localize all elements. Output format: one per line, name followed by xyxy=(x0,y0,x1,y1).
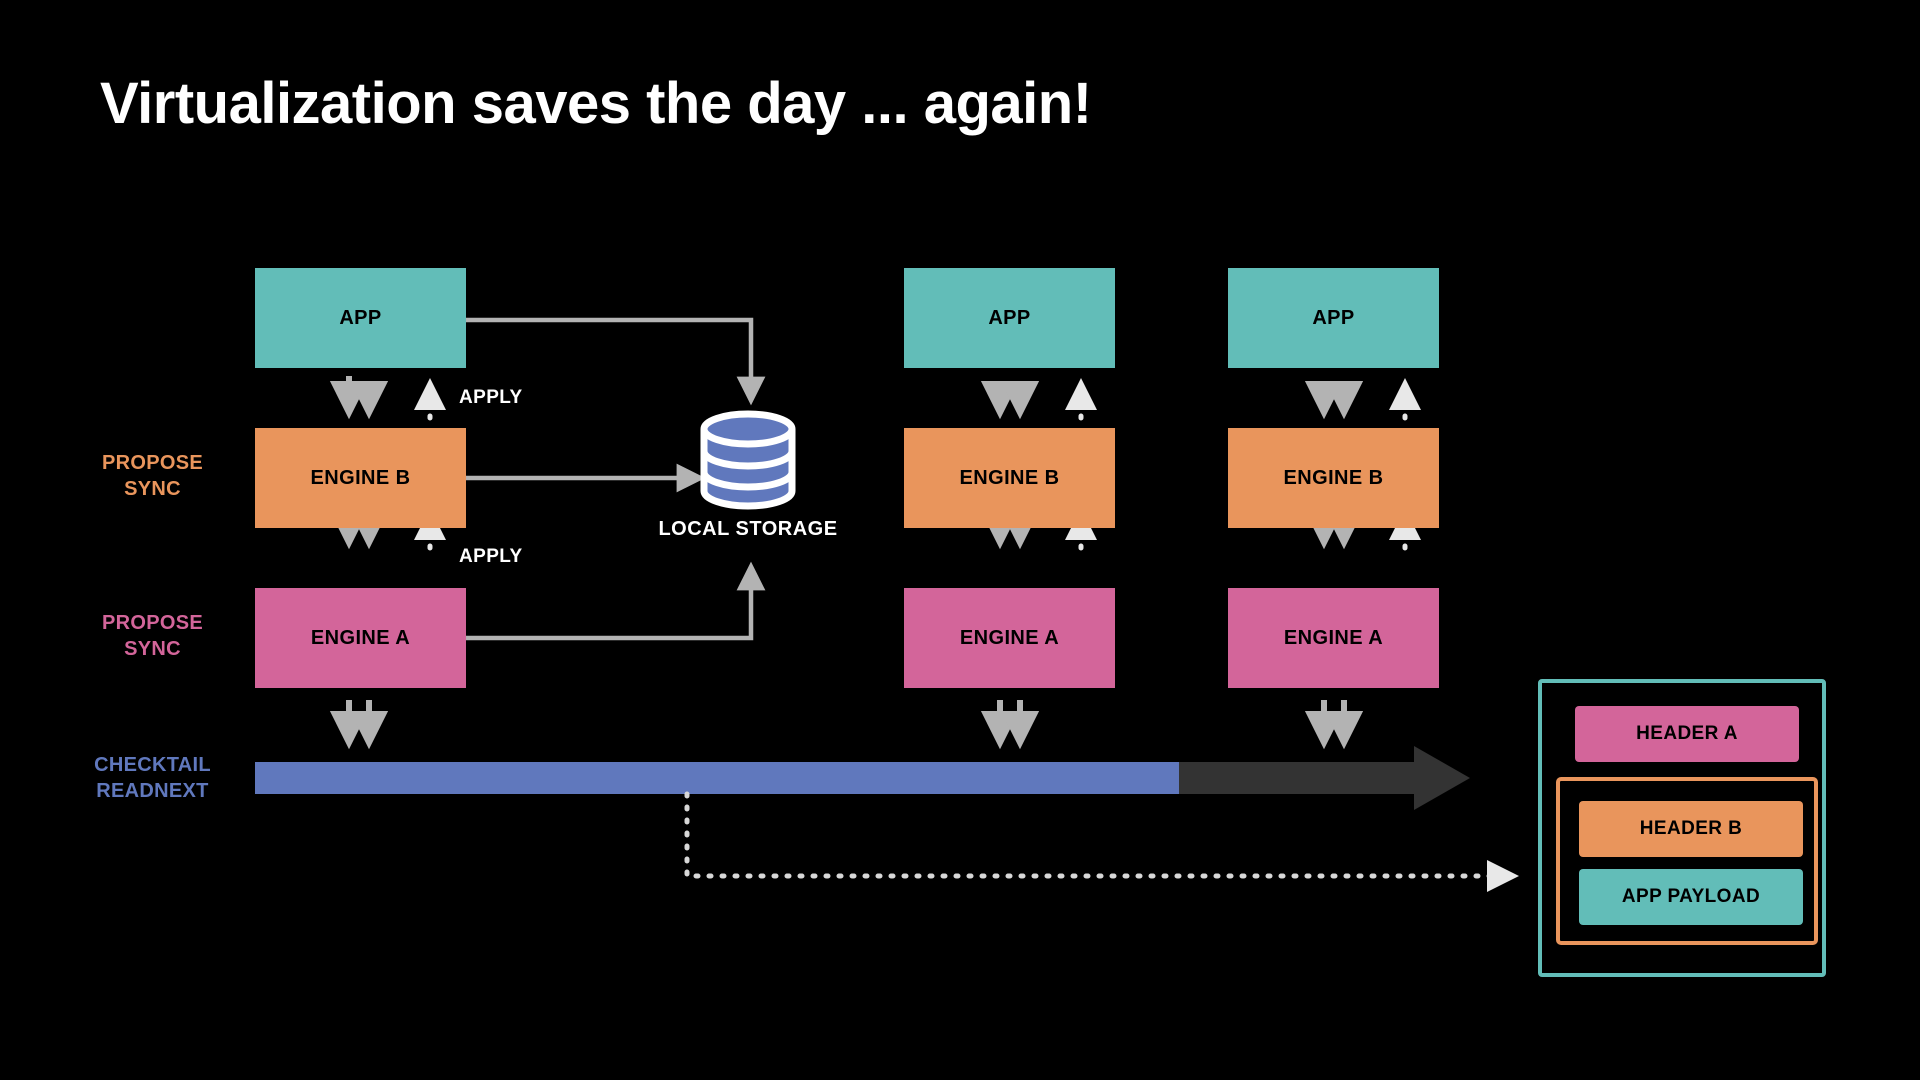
legend-chip-header-b[interactable]: HEADER B xyxy=(1579,801,1803,857)
node-label: APP xyxy=(1312,306,1355,329)
legend-chip-label: HEADER A xyxy=(1636,723,1738,744)
label-apply-upper: APPLY xyxy=(459,387,523,408)
row-label-propose-sync-engine-b: PROPOSE SYNC xyxy=(101,452,204,500)
node-label: APP xyxy=(988,306,1031,329)
node-app-col2[interactable]: APP xyxy=(904,268,1115,368)
arrow-pair-col1-enginea-timeline xyxy=(329,700,389,750)
node-engine-b-col1[interactable]: ENGINE B xyxy=(255,428,466,528)
arrow-pair-col2-app-engineb xyxy=(980,378,1097,421)
legend-packet-diagram: HEADER A HEADER B APP PAYLOAD xyxy=(1538,679,1826,977)
arrow-pair-col3-app-engineb xyxy=(1304,378,1421,421)
node-engine-a-col2[interactable]: ENGINE A xyxy=(904,588,1115,688)
database-cylinder-icon xyxy=(700,410,796,510)
label-apply-lower: APPLY xyxy=(459,546,523,567)
arrow-pair-col1-app-engineb xyxy=(329,376,389,420)
node-label: ENGINE A xyxy=(310,626,411,649)
connector-app-to-storage xyxy=(466,317,766,406)
node-engine-b-col3[interactable]: ENGINE B xyxy=(1228,428,1439,528)
timeline-filled-segment xyxy=(255,762,1179,794)
node-label: ENGINE A xyxy=(1283,626,1384,649)
node-engine-b-col2[interactable]: ENGINE B xyxy=(904,428,1115,528)
connector-enginea-to-storage xyxy=(466,561,766,641)
connector-timeline-to-legend xyxy=(684,791,1519,892)
row-label-propose-sync-engine-a: PROPOSE SYNC xyxy=(101,612,204,660)
legend-chip-app-payload[interactable]: APP PAYLOAD xyxy=(1579,869,1803,925)
label-local-storage: LOCAL STORAGE xyxy=(658,518,838,540)
node-app-col3[interactable]: APP xyxy=(1228,268,1439,368)
node-app-col1[interactable]: APP xyxy=(255,268,466,368)
node-label: ENGINE B xyxy=(959,466,1060,489)
timeline-remainder-arrow xyxy=(1179,746,1470,810)
legend-chip-label: HEADER B xyxy=(1639,818,1743,839)
node-engine-a-col3[interactable]: ENGINE A xyxy=(1228,588,1439,688)
page-title: Virtualization saves the day ... again! xyxy=(100,71,1092,136)
row-label-checktail-readnext: CHECKTAIL READNEXT xyxy=(94,754,211,802)
legend-chip-header-a[interactable]: HEADER A xyxy=(1575,706,1799,762)
node-engine-a-col1[interactable]: ENGINE A xyxy=(255,588,466,688)
arrow-pair-col2-enginea-timeline xyxy=(980,700,1040,750)
node-label: APP xyxy=(339,306,382,329)
node-label: ENGINE B xyxy=(310,466,411,489)
legend-chip-label: APP PAYLOAD xyxy=(1621,886,1761,907)
node-label: ENGINE B xyxy=(1283,466,1384,489)
node-label: ENGINE A xyxy=(959,626,1060,649)
arrow-pair-col3-enginea-timeline xyxy=(1304,700,1364,750)
legend-inner-frame: HEADER B APP PAYLOAD xyxy=(1556,777,1818,945)
